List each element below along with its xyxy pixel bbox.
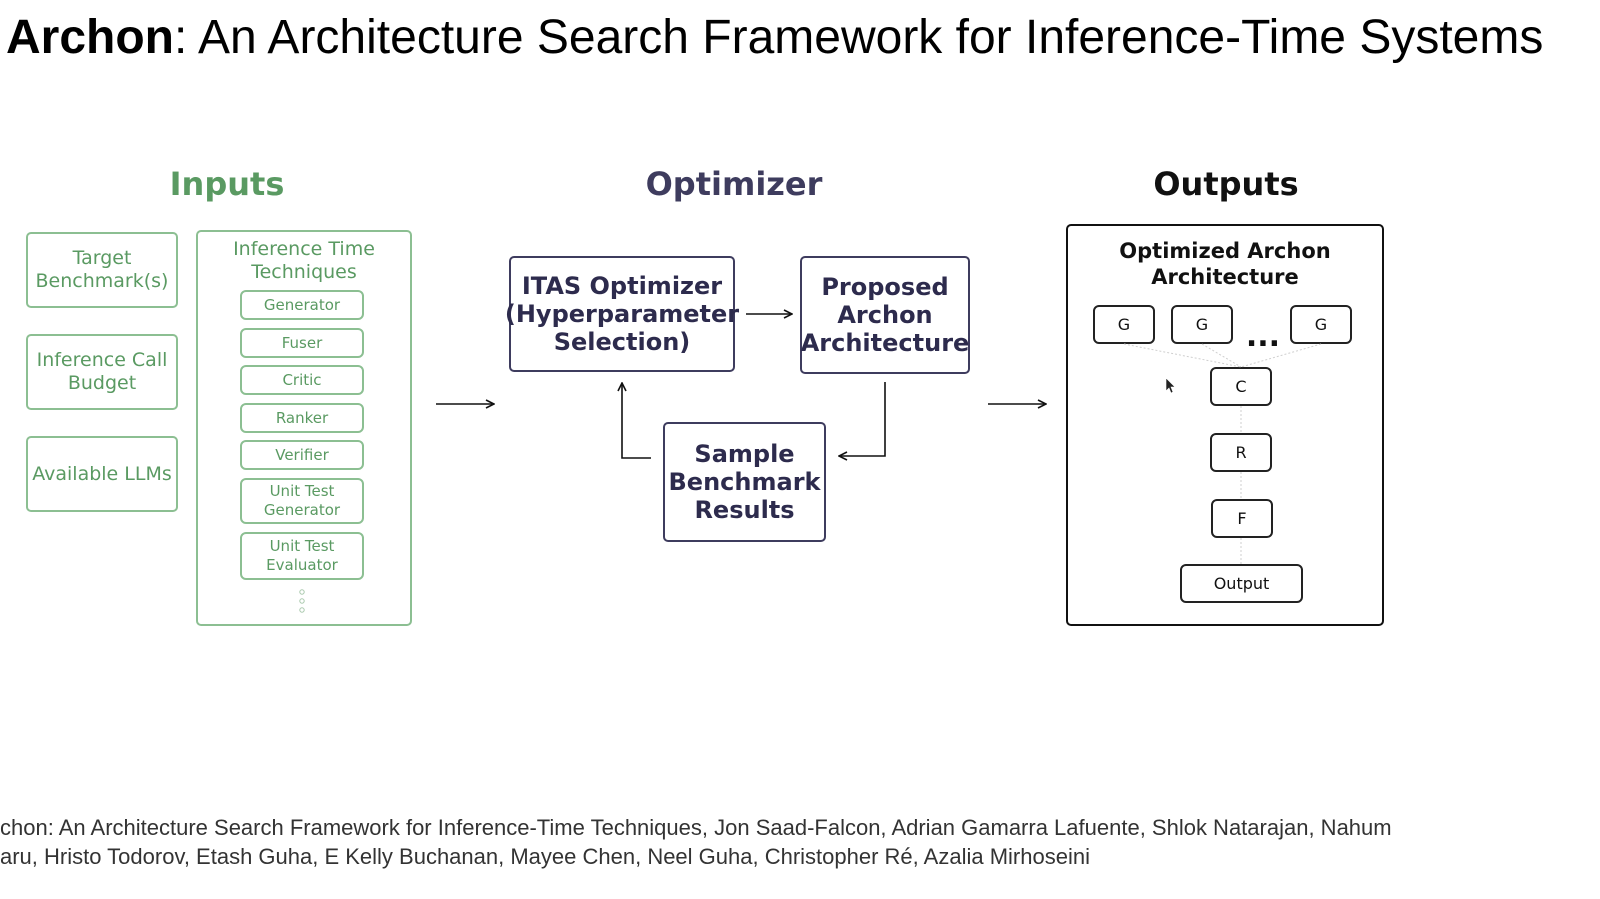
outputs-container xyxy=(1066,224,1384,626)
optimizer-heading: Optimizer xyxy=(645,165,823,203)
outputs-header: Optimized Archon Architecture xyxy=(1119,239,1331,289)
technique-critic: Critic xyxy=(240,365,364,395)
citation-line-2: aru, Hristo Todorov, Etash Guha, E Kelly… xyxy=(0,844,1090,869)
technique-generator: Generator xyxy=(240,290,364,320)
arrow-proposed-to-sample xyxy=(839,382,886,456)
title-rest: : An Architecture Search Framework for I… xyxy=(174,11,1544,64)
generator-ellipsis: ... xyxy=(1245,319,1281,354)
proposed-architecture-box: Proposed Archon Architecture xyxy=(800,256,970,374)
inference-call-budget-box: Inference Call Budget xyxy=(26,334,178,410)
ranker-node: R xyxy=(1210,433,1272,472)
available-llms-box: Available LLMs xyxy=(26,436,178,512)
output-node: Output xyxy=(1180,564,1303,603)
technique-ranker: Ranker xyxy=(240,403,364,433)
citation: chon: An Architecture Search Framework f… xyxy=(0,813,1600,871)
arrow-sample-to-itas xyxy=(622,383,651,459)
fuser-node: F xyxy=(1211,499,1273,538)
generator-node-1: G xyxy=(1093,305,1155,344)
outputs-heading: Outputs xyxy=(1153,165,1299,203)
target-benchmark-box: Target Benchmark(s) xyxy=(26,232,178,308)
citation-line-1: chon: An Architecture Search Framework f… xyxy=(0,815,1392,840)
generator-node-2: G xyxy=(1171,305,1233,344)
technique-fuser: Fuser xyxy=(240,328,364,358)
critic-node: C xyxy=(1210,367,1272,406)
mouse-cursor-icon xyxy=(1165,377,1176,394)
itas-optimizer-box: ITAS Optimizer (Hyperparameter Selection… xyxy=(505,256,739,372)
techniques-container xyxy=(196,230,412,626)
techniques-header: Inference Time Techniques xyxy=(233,238,375,283)
technique-verifier: Verifier xyxy=(240,440,364,470)
inputs-heading: Inputs xyxy=(169,165,285,203)
techniques-more-dots xyxy=(299,589,305,613)
title-bold: Archon xyxy=(6,11,174,64)
slide-title: Archon: An Architecture Search Framework… xyxy=(6,10,1543,65)
sample-results-box: Sample Benchmark Results xyxy=(663,422,826,542)
technique-unit-test-evaluator: Unit Test Evaluator xyxy=(240,532,364,580)
architecture-edges xyxy=(1123,343,1322,564)
generator-node-3: G xyxy=(1290,305,1352,344)
technique-unit-test-generator: Unit Test Generator xyxy=(240,478,364,524)
